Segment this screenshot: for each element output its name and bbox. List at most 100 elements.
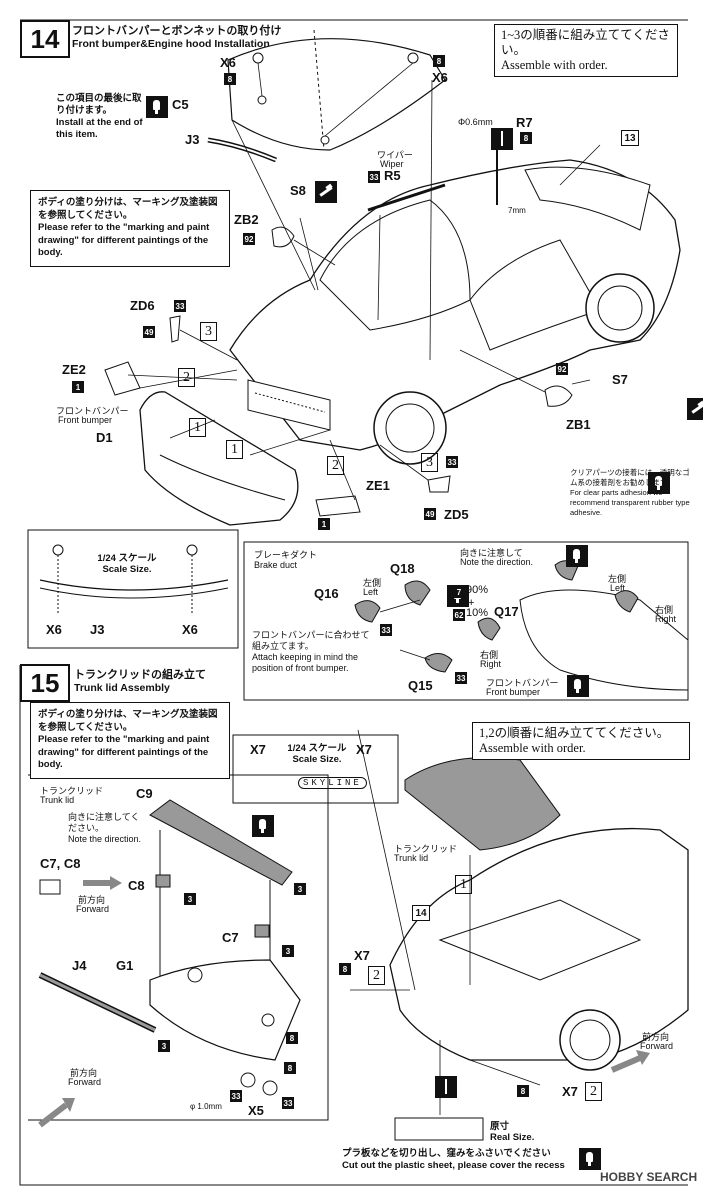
scale-part-x6: X6 <box>182 622 198 637</box>
color-33-badge: 33 <box>455 672 467 684</box>
step-15-number: 15 <box>20 664 70 702</box>
order-mark-2: 2 <box>585 1082 602 1101</box>
color-8-badge: 8 <box>339 963 351 975</box>
inset-right-jp: 右側 <box>655 605 674 615</box>
wiper-jp: ワイパー <box>377 150 413 160</box>
forward-jp-3: 前方向 <box>642 1032 670 1042</box>
glue-icon <box>578 1148 601 1170</box>
glue-icon <box>146 96 168 118</box>
glue-icon <box>567 675 590 697</box>
cut-plastic-note: プラ板などを切り出し、窪みをふさいでください Cut out the plast… <box>342 1148 565 1172</box>
trunk-lid-right-jp: トランクリッド <box>394 844 458 854</box>
color-8-badge: 8 <box>517 1085 529 1097</box>
forward-en: Forward <box>76 904 110 914</box>
step-14-title-en: Front bumper&Engine hood Installation <box>72 38 270 50</box>
real-size-label: 原寸 Real Size. <box>490 1118 534 1143</box>
step-14-number: 14 <box>20 20 70 58</box>
part-r5: R5 <box>384 168 401 183</box>
right-en: Right <box>480 659 502 669</box>
color-33-badge: 33 <box>174 300 186 312</box>
order-mark-1: 1 <box>455 875 472 894</box>
clear-parts-en: For clear parts adhesion we recommend tr… <box>570 488 690 517</box>
brake-duct-jp: ブレーキダクト <box>254 550 318 560</box>
color-3-badge: 3 <box>184 893 196 905</box>
part-j4: J4 <box>72 958 87 973</box>
inset-front-bumper-en: Front bumper <box>486 687 541 697</box>
color-3-badge: 3 <box>158 1040 170 1052</box>
paint-note-jp: ボディの塗り分けは、マーキング及塗装図を参照してください。 <box>38 709 218 733</box>
glue-icon <box>251 815 274 837</box>
part-zd6: ZD6 <box>130 298 155 313</box>
trunk-lid-jp: トランクリッド <box>40 786 104 796</box>
step-14-title-jp: フロントバンパーとボンネットの取り付け <box>72 25 282 37</box>
paint-note-en: Please refer to the "marking and paint d… <box>38 222 210 258</box>
part-q17: Q17 <box>494 604 519 619</box>
part-d1: D1 <box>96 430 113 445</box>
paint-note-box-14: ボディの塗り分けは、マーキング及塗装図を参照してください。 Please ref… <box>30 190 230 267</box>
color-92-badge: 92 <box>556 363 568 375</box>
order-mark-2: 2 <box>178 368 195 387</box>
real-size-en: Real Size. <box>490 1132 535 1143</box>
direction-jp: 向きに注意して <box>460 548 523 558</box>
part-zb1: ZB1 <box>566 417 591 432</box>
direction-en: Note the direction. <box>68 834 142 844</box>
order-text-jp: 1~3の順番に組み立ててください。 <box>501 28 670 57</box>
scale-part-x7-right: X7 <box>356 742 372 757</box>
real-size-jp: 原寸 <box>490 1121 510 1132</box>
part-x6-right: X6 <box>432 70 448 85</box>
part-ze2: ZE2 <box>62 362 86 377</box>
glue-icon <box>647 472 670 494</box>
order-mark-1: 1 <box>189 418 206 437</box>
inset-left-jp: 左側 <box>608 574 627 584</box>
skyline-emblem: SKYLINE <box>298 777 367 789</box>
order-mark-1: 1 <box>226 440 243 459</box>
step-14-order-box: 1~3の順番に組み立ててください。 Assemble with order. <box>494 24 678 77</box>
part-zb2: ZB2 <box>234 212 259 227</box>
keep-jp: フロントバンパーに合わせて組み立てます。 <box>252 630 370 651</box>
mix-90: 90% <box>466 584 489 596</box>
order-text-jp: 1,2の順番に組み立ててください。 <box>479 726 670 740</box>
scale-part-x7-left: X7 <box>250 742 266 757</box>
order-text-en: Assemble with order. <box>479 741 586 755</box>
left-jp: 左側 <box>363 578 382 588</box>
ref-step-13: 13 <box>621 130 639 146</box>
scale-en: Scale Size. <box>292 754 342 765</box>
keep-position-note: フロントバンパーに合わせて組み立てます。 Attach keeping in m… <box>252 630 372 674</box>
trunk-lid-en: Trunk lid <box>40 795 75 805</box>
scale-jp: 1/24 スケール <box>287 743 347 754</box>
color-8-badge: 8 <box>433 55 445 67</box>
part-x6-left: X6 <box>220 55 236 70</box>
part-q16: Q16 <box>314 586 339 601</box>
drill-size: Φ0.6mm <box>458 117 493 127</box>
color-8-badge: 8 <box>284 1062 296 1074</box>
trunk-lid-right-en: Trunk lid <box>394 853 429 863</box>
color-33-badge: 33 <box>446 456 458 468</box>
paint-note-jp: ボディの塗り分けは、マーキング及塗装図を参照してください。 <box>38 197 218 221</box>
brake-duct-en: Brake duct <box>254 560 298 570</box>
step-15-order-box: 1,2の順番に組み立ててください。 Assemble with order. <box>472 722 690 760</box>
color-8-badge: 8 <box>224 73 236 85</box>
ref-step-14: 14 <box>412 905 430 921</box>
step-15-title-jp: トランクリッドの組み立て <box>74 669 206 681</box>
color-1-badge: 1 <box>72 381 84 393</box>
color-62-badge: 62 <box>453 609 465 621</box>
dim-7mm: 7mm <box>508 206 526 215</box>
part-c5: C5 <box>172 97 189 112</box>
step-15-title-en: Trunk lid Assembly <box>74 682 170 694</box>
part-ze1: ZE1 <box>366 478 390 493</box>
color-3-badge: 3 <box>294 883 306 895</box>
order-mark-3: 3 <box>200 322 217 341</box>
knife-icon <box>687 398 703 420</box>
order-mark-3: 3 <box>421 453 438 472</box>
left-en: Left <box>363 587 379 597</box>
forward-en-3: Forward <box>640 1041 674 1051</box>
color-49-badge: 49 <box>143 326 155 338</box>
watermark: HOBBY SEARCH <box>600 1170 698 1184</box>
color-33-badge: 33 <box>368 171 380 183</box>
part-x5: X5 <box>248 1103 264 1118</box>
order-text-en: Assemble with order. <box>501 58 608 72</box>
paint-note-box-15: ボディの塗り分けは、マーキング及塗装図を参照してください。 Please ref… <box>30 702 230 779</box>
scale-part-x6: X6 <box>46 622 62 637</box>
